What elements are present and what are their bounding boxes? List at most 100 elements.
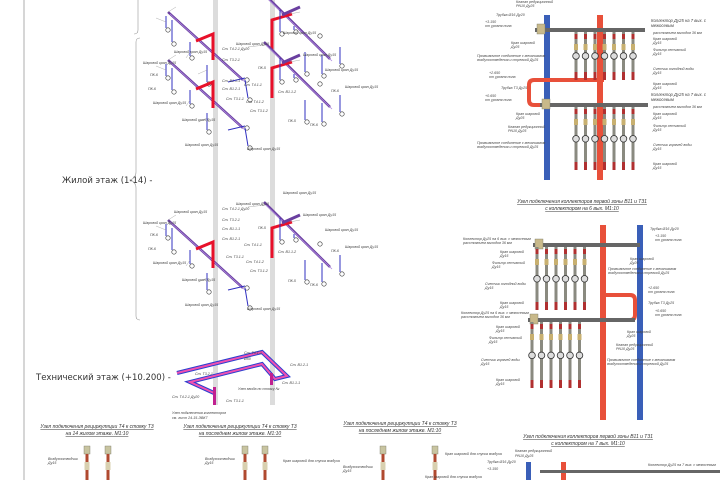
label: Ду25: [626, 334, 635, 338]
label: Ду25: [510, 45, 519, 49]
label: ПК-6: [310, 283, 318, 287]
valve-icon: [171, 41, 177, 47]
filter-icon: [574, 44, 578, 50]
pipe: [281, 53, 301, 65]
label: ПК-5: [288, 279, 296, 283]
valve-icon: [304, 119, 310, 125]
filter-icon: [539, 334, 544, 340]
water-meter-icon: [537, 351, 546, 360]
pipe: [265, 204, 333, 270]
valve-icon: [339, 63, 345, 69]
recirc-node-caption-scale: на последнем жилом этаже. М1:10: [199, 431, 282, 437]
pipe: [281, 213, 301, 225]
water-meter-icon: [561, 275, 570, 283]
label: расстоянием выходов 36 мм: [652, 31, 702, 35]
ball-valve-icon: [535, 249, 539, 254]
filter-icon: [577, 334, 582, 340]
valve-icon: [189, 103, 195, 109]
label: ПК-6: [331, 89, 339, 93]
label: Кран шаровой: [653, 37, 677, 41]
label: Ду15: [484, 286, 493, 290]
label: Ст. Т4.1-1: [244, 351, 262, 355]
valve-icon: [247, 305, 253, 311]
leader-line: [289, 219, 301, 223]
air-vent-icon: [83, 445, 91, 455]
water-meter-icon: [619, 52, 628, 60]
water-meter-icon: [619, 135, 628, 143]
label: Шаровой кран Ду15: [345, 245, 378, 249]
valve-icon: [279, 79, 285, 85]
valve-icon: [165, 75, 171, 81]
label: +0.650: [655, 309, 666, 313]
label: +3.150: [487, 467, 498, 471]
label: ПК-6: [148, 247, 156, 251]
pressure-reducing-valve-icon: [529, 313, 539, 325]
filter-icon: [563, 259, 568, 265]
label: Фильтр сетчатый: [492, 261, 525, 265]
label: Ст. В1.2-1: [290, 363, 308, 367]
ball-valve-icon: [535, 302, 539, 310]
label: Кран шаровой: [511, 41, 535, 45]
filter-icon: [583, 44, 588, 50]
label: расстоянием выходов 36 мм: [462, 241, 512, 245]
label: Коллектор Ду25 на 6 вых. с межосевым: [461, 311, 529, 315]
label: Шаровой кран Ду15: [185, 143, 218, 147]
iso-labels-bottom: Шаровой кран Ду15 Шаровой кран Ду15 ПК-6…: [143, 191, 378, 311]
manifold-assembly-3-partial: Клапан редукционный PN10 Ду25 Трубка Ø16…: [425, 449, 720, 480]
label: Ду15: [652, 52, 661, 56]
label: Коллектор Ду25 на 6 вых. с межосевым: [463, 237, 531, 241]
label: от уровня пола: [655, 313, 681, 317]
ball-valve-icon: [603, 109, 606, 114]
filter-icon: [621, 119, 626, 125]
air-vent-icon: [261, 445, 269, 455]
floor-block: [155, 41, 345, 151]
water-meter-icon: [581, 52, 590, 60]
water-meter-icon: [552, 275, 560, 283]
label: ПК-5: [258, 226, 266, 230]
label: Кран шаровой для спуска воздуха: [283, 459, 340, 463]
label: Ст. Т3.2-1: [222, 58, 240, 62]
filter-icon: [574, 119, 578, 125]
leader-line: [167, 214, 177, 221]
label: Ду15: [491, 265, 500, 269]
filter-icon: [582, 259, 587, 265]
label: Ду15: [342, 469, 351, 473]
label: Кран шаровой: [653, 162, 677, 166]
ball-valve-icon: [573, 249, 577, 254]
ball-valve-icon: [545, 249, 548, 254]
ball-valve-icon: [603, 34, 606, 39]
manifold-assembly-1: [527, 15, 648, 180]
branch-pipe: [227, 285, 246, 291]
ball-valve-icon: [574, 72, 578, 80]
valve-icon: [171, 89, 177, 95]
leader-line: [167, 6, 177, 13]
recirc-node-caption: Узел подключения рециркуляции Т4 к стояк…: [343, 421, 457, 427]
label: Ду15: [652, 116, 661, 120]
water-meter-icon: [575, 351, 584, 360]
ball-valve-icon: [593, 34, 597, 39]
ball-valve-icon: [545, 302, 548, 310]
water-meter-icon: [600, 52, 609, 60]
cold-water-riser: [637, 225, 643, 420]
label: Кран шаровой: [500, 250, 524, 254]
filter-icon: [573, 259, 577, 265]
label: Ду25: [515, 116, 524, 120]
label: Ст. Т3.1-1: [226, 97, 244, 101]
label: Ду15: [499, 305, 508, 309]
ball-valve-icon: [583, 249, 586, 254]
water-meter-icon: [533, 275, 541, 283]
label: +3.150: [655, 234, 666, 238]
label: Клапан редукционный: [515, 449, 552, 453]
ball-valve-icon: [631, 162, 635, 170]
water-meter-icon: [542, 275, 551, 283]
label: Ду15: [488, 340, 497, 344]
manifold-1-labels: Коллектор Ду25 на 7 вых. с межосевым рас…: [477, 0, 706, 212]
label: Шаровой кран Ду15: [174, 50, 207, 54]
filter-icon: [612, 119, 616, 125]
water-meter-icon: [610, 135, 618, 143]
label: Кран шаровой: [496, 378, 520, 382]
leader-line: [289, 59, 301, 63]
ball-valve-icon: [540, 380, 543, 388]
pipe: [169, 13, 246, 83]
label: Шаровой кран Ду15: [247, 147, 280, 151]
